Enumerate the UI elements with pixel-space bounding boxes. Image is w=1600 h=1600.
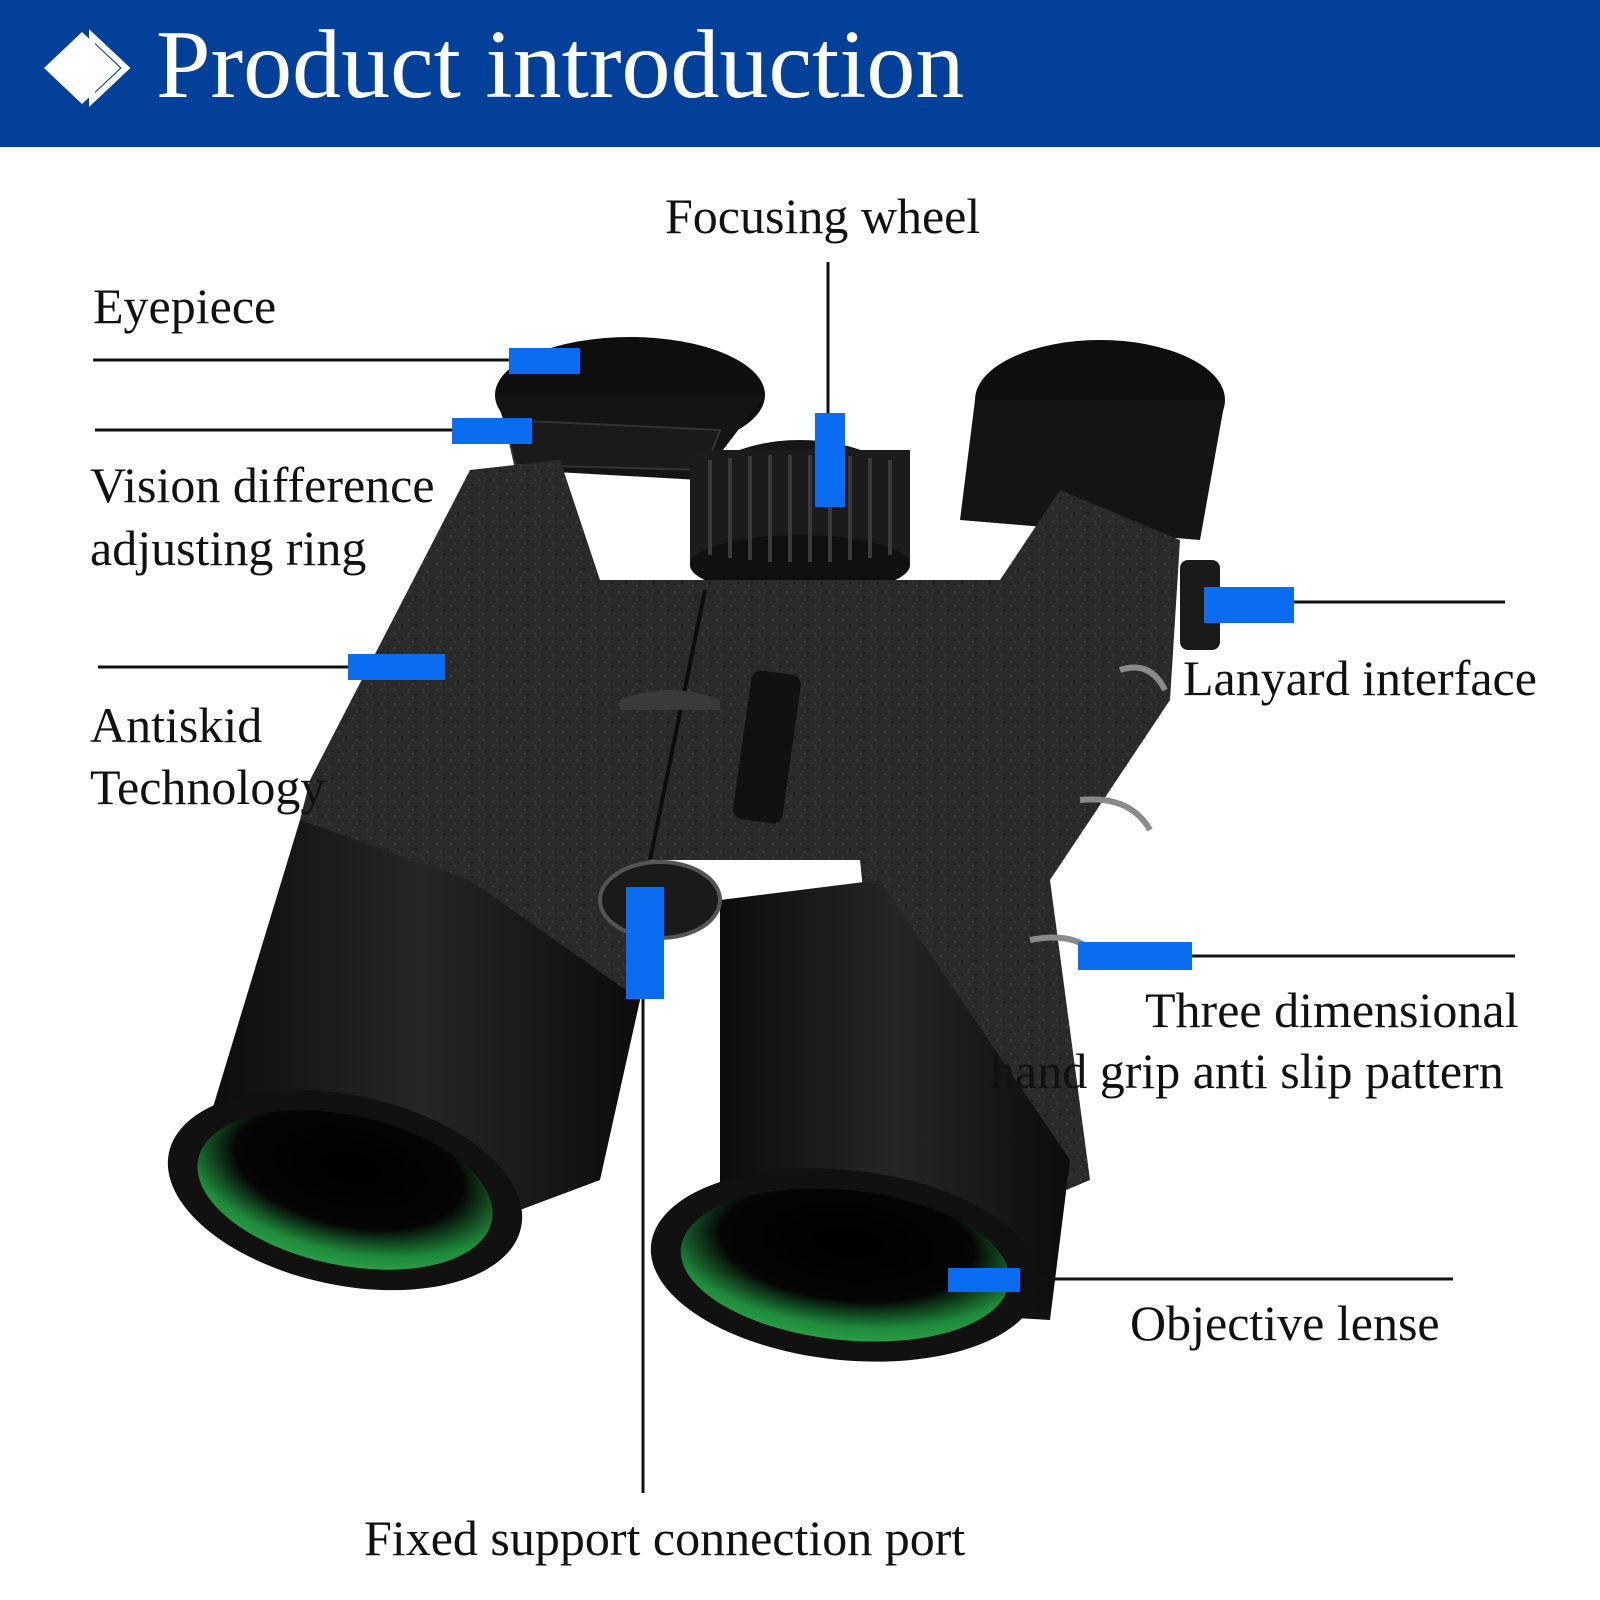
header-banner: Product introduction: [0, 0, 1600, 147]
objective-marker: [948, 1268, 1020, 1292]
label-grip-line1: Three dimensional: [1145, 982, 1519, 1038]
eyepiece-marker: [509, 348, 580, 374]
markers: [348, 348, 1294, 1292]
lanyard-marker: [1204, 587, 1294, 623]
label-fixed-support-port: Fixed support connection port: [364, 1510, 966, 1566]
label-antiskid-line1: Antiskid: [90, 697, 263, 753]
vision-ring-marker: [452, 418, 532, 444]
page-title: Product introduction: [156, 11, 965, 119]
label-lanyard-interface: Lanyard interface: [1183, 650, 1537, 706]
label-vision-ring-line2: adjusting ring: [90, 520, 367, 576]
label-vision-ring-line1: Vision difference: [90, 457, 435, 513]
focusing-wheel-marker: [815, 413, 845, 507]
label-focusing-wheel: Focusing wheel: [665, 188, 981, 244]
label-grip-line2: hand grip anti slip pattern: [990, 1043, 1504, 1099]
grip-marker: [1078, 942, 1192, 970]
label-antiskid-line2: Technology: [90, 759, 326, 815]
fixed-support-marker: [626, 887, 664, 999]
leader-lines: [93, 262, 1515, 1493]
label-eyepiece: Eyepiece: [93, 278, 277, 334]
diamond-icon: [44, 29, 131, 107]
binoculars-illustration: [167, 337, 1225, 1362]
label-objective-lense: Objective lense: [1130, 1295, 1440, 1351]
antiskid-marker: [348, 654, 445, 680]
